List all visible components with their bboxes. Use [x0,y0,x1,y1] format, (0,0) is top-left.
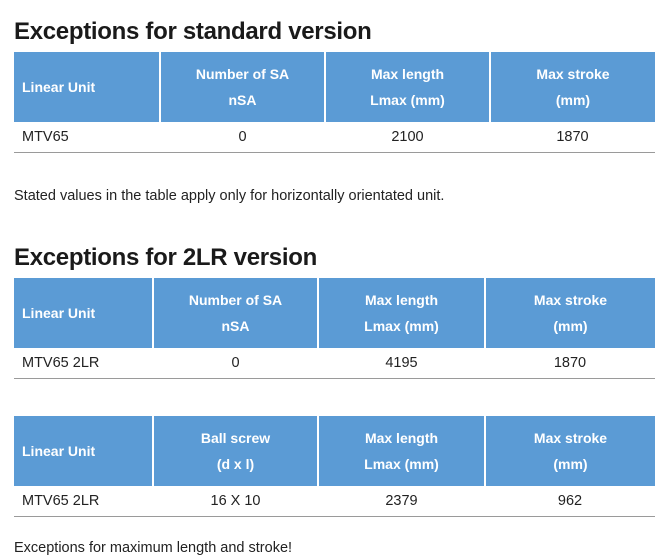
column-header-max-length: Max length Lmax (mm) [318,416,486,486]
cell-ball-screw: 16 X 10 [153,486,318,517]
page-title-standard-version: Exceptions for standard version [14,18,372,46]
column-header-line-2: (mm) [553,318,588,334]
column-header-line-2: Lmax (mm) [364,318,439,334]
table-row: MTV65 2LR 16 X 10 2379 962 [14,486,655,517]
column-header-line-1: Max stroke [533,430,608,446]
cell-max-length: 2379 [318,486,485,517]
page-title-2lr-version: Exceptions for 2LR version [14,244,317,272]
table-header-row: Linear Unit Number of SA nSA Max length … [14,278,655,348]
column-header-linear-unit: Linear Unit [14,416,154,486]
column-header-line-1: Ball screw [200,430,271,446]
note-standard-version: Stated values in the table apply only fo… [14,187,445,204]
cell-max-length: 2100 [325,122,490,153]
column-header-line-2: (mm) [553,456,588,472]
column-header-max-stroke: Max stroke (mm) [485,416,655,486]
column-header-line-1: Max stroke [536,66,610,82]
column-header-max-stroke: Max stroke (mm) [490,52,655,122]
cell-max-stroke: 1870 [485,348,655,379]
column-header-line-1: Max length [370,66,445,82]
column-header-max-length: Max length Lmax (mm) [318,278,486,348]
column-header-line-1: Max stroke [533,292,608,308]
cell-max-length: 4195 [318,348,485,379]
column-header-max-length: Max length Lmax (mm) [325,52,491,122]
cell-linear-unit: MTV65 2LR [14,486,153,517]
exceptions-2lr-table: Linear Unit Number of SA nSA Max length … [14,278,655,379]
column-header-line-2: (mm) [555,92,591,108]
table-row: MTV65 2LR 0 4195 1870 [14,348,655,379]
cell-linear-unit: MTV65 [14,122,160,153]
column-header-number-of-sa: Number of SA nSA [153,278,319,348]
column-header-line-1: Linear Unit [22,79,96,95]
cell-number-of-sa: 0 [160,122,325,153]
column-header-linear-unit: Linear Unit [14,278,154,348]
column-header-line-2: (d x l) [216,456,255,472]
column-header-line-2: nSA [221,318,250,334]
table-header-row: Linear Unit Number of SA nSA Max length … [14,52,655,122]
column-header-line-1: Number of SA [188,292,283,308]
column-header-line-1: Max length [364,430,439,446]
column-header-linear-unit: Linear Unit [14,52,161,122]
cell-max-stroke: 1870 [490,122,655,153]
column-header-line-1: Linear Unit [22,443,96,459]
column-header-ball-screw: Ball screw (d x l) [153,416,319,486]
column-header-max-stroke: Max stroke (mm) [485,278,655,348]
column-header-line-2: Lmax (mm) [370,92,445,108]
table-row: MTV65 0 2100 1870 [14,122,655,153]
exceptions-ball-screw-table: Linear Unit Ball screw (d x l) Max lengt… [14,416,655,517]
column-header-line-1: Max length [364,292,439,308]
column-header-line-2: nSA [228,92,257,108]
column-header-line-1: Linear Unit [22,305,96,321]
note-maximum-length-stroke: Exceptions for maximum length and stroke… [14,539,293,556]
column-header-line-1: Number of SA [195,66,290,82]
column-header-number-of-sa: Number of SA nSA [160,52,326,122]
cell-linear-unit: MTV65 2LR [14,348,153,379]
exceptions-standard-table: Linear Unit Number of SA nSA Max length … [14,52,655,153]
cell-max-stroke: 962 [485,486,655,517]
table-header-row: Linear Unit Ball screw (d x l) Max lengt… [14,416,655,486]
column-header-line-2: Lmax (mm) [364,456,439,472]
cell-number-of-sa: 0 [153,348,318,379]
